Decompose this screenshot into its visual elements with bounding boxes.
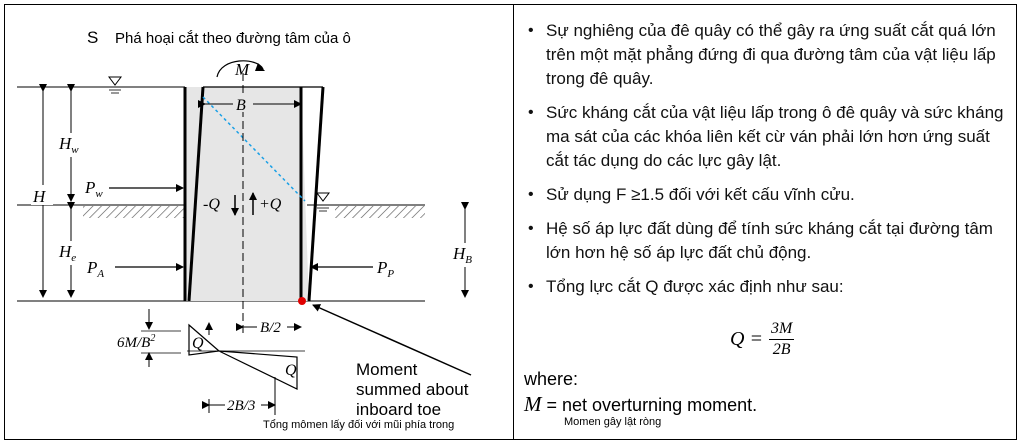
bullet-list: •Sự nghiêng của đê quây có thể gây ra ứn… [528,19,1006,309]
embedment-height-label: He [58,242,76,264]
bullet-dot-icon: • [528,104,534,121]
inboard-toe-point [298,297,306,305]
moment-symbol: M [524,392,542,416]
half-width-label: B/2 [260,320,281,336]
negative-shear-label: -Q [203,196,220,213]
moment-arrowhead [255,63,265,71]
cell-fill [185,87,309,301]
bullet-dot-icon: • [528,220,534,237]
notes-panel: •Sự nghiêng của đê quây có thể gây ra ứn… [514,5,1016,439]
passive-height-label: HB [452,244,472,266]
total-height-label: H [32,187,47,206]
bullet-item: •Sức kháng cắt của vật liệu lấp trong ô … [528,103,1004,170]
water-level-symbol-right [316,192,330,202]
diagram-title: Phá hoại cắt theo đường tâm của ô [115,30,351,47]
active-force-label: PA [86,258,104,280]
wall-left-tilted [187,86,205,302]
moment-note-vn: Momen gây lật ròng [564,416,662,428]
cofferdam-diagram: S Phá hoại cắt theo đường tâm của ô M B … [17,28,481,419]
figure-frame [4,4,1017,440]
formula-numerator: 3M [768,319,795,340]
diagram-panel: S Phá hoại cắt theo đường tâm của ô M B … [5,5,513,439]
moment-label: M [234,60,250,79]
soil-hatch-left [83,206,185,218]
soil-hatch-right [335,206,425,218]
column-divider [513,4,514,440]
water-height-label: Hw [58,134,79,156]
bullet-item: •Sử dụng F ≥1.5 đối với kết cấu vĩnh cửu… [528,183,1006,207]
bullet-item: •Hệ số áp lực đất dùng để tính sức kháng… [528,219,993,262]
shear-diagram-q-bottom: Q [285,362,297,379]
positive-shear-label: +Q [259,196,282,213]
formula-denominator: 2B [772,341,791,358]
shear-diagram-top [188,323,221,356]
formula-lhs: Q = [730,328,763,350]
moment-note: Moment summed about inboard toe [356,360,473,419]
shear-formula: Q = 3M 2B [730,319,795,360]
two-thirds-width-label: 2B/3 [227,398,255,414]
bullet-dot-icon: • [528,186,534,203]
water-force-label: Pw [84,178,103,200]
passive-force-label: PP [376,258,394,280]
where-label: where: [524,369,579,389]
shear-diagram-bottom [218,350,298,390]
water-level-symbol-left [108,76,122,86]
bullet-dot-icon: • [528,278,534,295]
bullet-dot-icon: • [528,22,534,39]
moment-definition: M = net overturning moment. [524,392,758,416]
bullet-item: •Tổng lực cắt Q được xác định như sau: [528,275,1006,299]
width-label: B [236,97,246,114]
six-m-over-b-squared: 6M/B2 [117,333,155,351]
title-letter: S [87,28,98,47]
toe-pointer-arrow [312,304,472,376]
shear-diagram-q-top: Q [192,335,204,352]
bullet-item: •Sự nghiêng của đê quây có thể gây ra ứn… [528,21,996,88]
wall-right-tilted [307,86,325,302]
diagram-caption: Tổng mômen lấy đối với mũi phía trong [263,419,455,431]
formula-fraction: 3M 2B [768,319,795,360]
failure-plane-line [202,96,306,202]
